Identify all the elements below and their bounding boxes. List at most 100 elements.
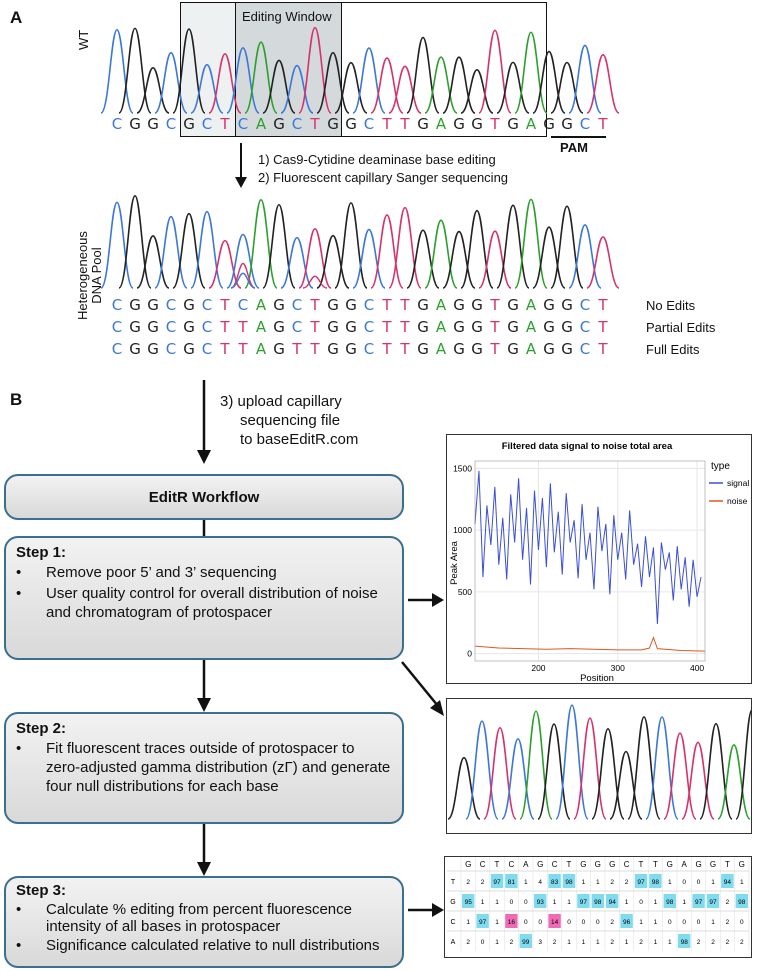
seq0-base-24: G (543, 296, 555, 314)
table-cell-3-12: 2 (639, 939, 643, 946)
seq1-base-16: T (400, 318, 410, 336)
wt-base-8: A (255, 115, 267, 133)
wt-chrom-peak-17 (406, 36, 440, 114)
seq1-base-14: C (363, 318, 375, 336)
table-cell-3-7: 1 (567, 939, 571, 946)
seq0-base-19: G (453, 296, 465, 314)
step2-bullet-1: •Fit fluorescent traces outside of proto… (16, 740, 391, 795)
wt-base-20: G (471, 115, 483, 133)
wt-base-10: C (291, 115, 303, 133)
pool-chrom-peak-13 (334, 202, 368, 289)
table-cell-highlight-1-9 (591, 894, 604, 908)
seq2-base-3: C (165, 340, 177, 358)
wt-base-24: G (543, 115, 555, 133)
table-cell-1-15: 1 (682, 899, 686, 906)
table-cell-3-2: 1 (495, 939, 499, 946)
wt-chrom-peak-15 (370, 57, 404, 114)
wt-chrom-peak-22 (496, 61, 530, 114)
seq0-base-25: G (561, 296, 573, 314)
wt-chrom-peak-9 (262, 59, 296, 114)
trace-svg-peak-9 (609, 750, 643, 820)
seq0-base-17: G (417, 296, 429, 314)
pool-chrom-peak-16 (388, 206, 422, 289)
table-cell-3-18: 2 (726, 939, 730, 946)
series-line-noise (474, 636, 706, 652)
down-arrow-icon (235, 143, 247, 188)
seq1-base-10: C (291, 318, 303, 336)
pool-chrom-peak-23 (514, 198, 548, 289)
seq1-base-3: C (165, 318, 177, 336)
table-cell-0-17: 1 (711, 879, 715, 886)
seq2-base-1: G (129, 340, 141, 358)
seq0-base-15: T (382, 296, 392, 314)
wt-base-7: C (237, 115, 249, 133)
wt-chrom-peak-21 (478, 29, 512, 114)
signal-noise-chart: Filtered data signal to noise total area… (446, 434, 752, 684)
step1-bullet-1: •Remove poor 5’ and 3’ sequencing (16, 564, 277, 581)
wt-chromatogram (100, 26, 620, 114)
x-tick-label-1: 300 (611, 663, 625, 673)
table-cell-2-13: 1 (654, 919, 658, 926)
table-cell-highlight-0-3 (505, 874, 518, 888)
seq0-base-0: C (111, 296, 123, 314)
seq0-base-27: T (598, 296, 608, 314)
table-cell-2-11: 96 (623, 919, 631, 926)
trace-svg-peak-5 (537, 723, 571, 820)
table-cell-3-16: 2 (697, 939, 701, 946)
seq0-base-1: G (129, 296, 141, 314)
table-cell-1-7: 1 (567, 899, 571, 906)
editing-window-label: Editing Window (242, 9, 332, 24)
table-row-base-2: C (450, 919, 455, 926)
table-cell-highlight-0-2 (490, 874, 504, 888)
seq1-base-12: G (327, 318, 339, 336)
workflow-title: EditR Workflow (148, 488, 260, 506)
process-step-1: 1) Cas9-Cytidine deaminase base editing (258, 152, 496, 167)
trace-svg-peak-13 (681, 741, 715, 820)
table-cell-1-12: 0 (639, 899, 643, 906)
wt-base-21: T (490, 115, 500, 133)
wt-base-2: G (147, 115, 159, 133)
table-cell-highlight-2-6 (548, 914, 561, 928)
wt-chrom-peak-2 (136, 67, 170, 114)
wt-base-12: G (327, 115, 339, 133)
wt-chrom-peak-16 (388, 65, 422, 114)
wt-base-15: T (382, 115, 392, 133)
wt-base-16: T (400, 115, 410, 133)
seq2-base-20: G (471, 340, 483, 358)
table-cell-2-17: 1 (711, 919, 715, 926)
table-cell-0-15: 0 (682, 879, 686, 886)
y-tick-label-3: 1500 (453, 463, 472, 473)
wt-base-11: T (310, 115, 320, 133)
table-header-3: C (509, 860, 515, 869)
table-row-base-1: G (450, 899, 455, 906)
table-header-11: C (624, 860, 630, 869)
panel-a-letter: A (10, 8, 23, 27)
seq0-base-6: T (220, 296, 230, 314)
seq1-base-20: G (471, 318, 483, 336)
pool-chrom-minor-peak-1 (230, 272, 256, 289)
wt-chrom-peak-26 (568, 44, 602, 114)
seq2-base-6: T (220, 340, 230, 358)
seq0-base-21: T (490, 296, 500, 314)
wt-chrom-peak-7 (226, 47, 260, 114)
chart-grid (475, 461, 705, 661)
table-cell-2-2: 1 (495, 919, 499, 926)
trace-svg-peak-2 (483, 726, 517, 820)
table-header-15: A (682, 860, 688, 869)
step3-title: Step 3: (16, 882, 67, 899)
pool-chrom-peak-0 (100, 201, 134, 289)
upload-line1: 3) upload capillary (220, 393, 342, 410)
table-header-18: T (725, 860, 730, 869)
trace-svg-peak-15 (717, 744, 751, 820)
seq2-base-26: C (579, 340, 591, 358)
table-header-1: C (480, 860, 486, 869)
table-cell-3-6: 2 (553, 939, 557, 946)
legend-title: type (711, 461, 730, 472)
seq0-base-16: T (400, 296, 410, 314)
pool-chrom-peak-25 (550, 205, 584, 289)
table-cell-highlight-0-13 (649, 874, 662, 888)
table-cell-3-1: 0 (481, 939, 485, 946)
table-cell-3-14: 1 (668, 939, 672, 946)
